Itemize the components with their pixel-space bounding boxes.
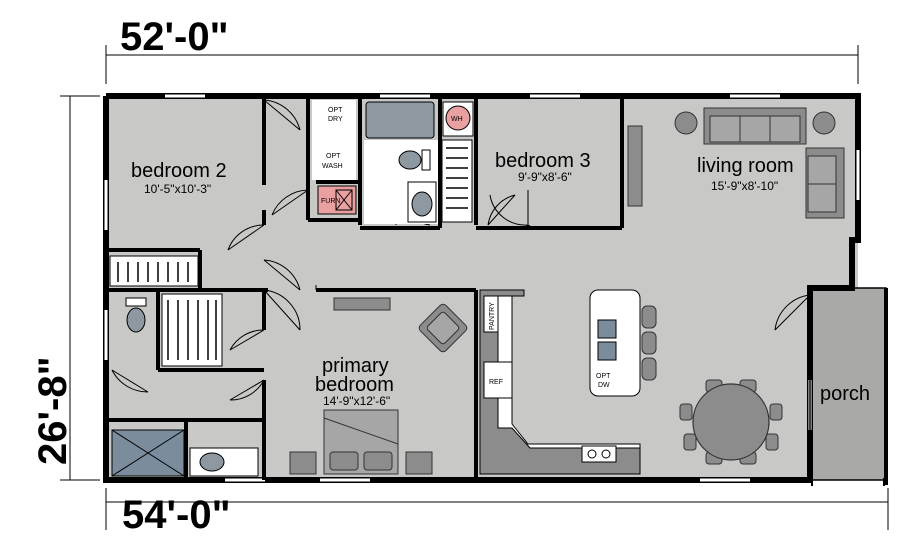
primary-sink: [199, 452, 225, 472]
hall-toilet-tank: [421, 149, 431, 171]
primary-shower: [111, 429, 185, 477]
porch-name: porch: [820, 383, 870, 405]
opt-dw-label-1: OPT: [596, 373, 611, 380]
primary-dresser: [333, 297, 391, 311]
bedroom3-name: bedroom 3: [495, 150, 591, 172]
sofa: [703, 107, 807, 145]
laundry-area: [312, 100, 356, 180]
closet-primary: [161, 293, 223, 367]
primary-size: 14'-9"x12'-6": [323, 394, 390, 408]
closet-bedroom2: [109, 255, 199, 287]
interior-walls: [106, 96, 624, 480]
furn-label: FURN: [321, 198, 340, 205]
primary-toilet: [126, 307, 146, 333]
top-width-label: 52'-0": [120, 15, 229, 59]
bottom-dimension-line: [105, 488, 889, 530]
tv-console: [627, 125, 643, 207]
opt-dry-label-2: DRY: [328, 116, 343, 123]
living-room-size: 15'-9"x8'-10": [711, 179, 778, 193]
depth-label: 26'-8": [31, 356, 75, 465]
primary-name-line1: primary: [322, 355, 389, 377]
bottom-width-label: 54'-0": [122, 493, 231, 537]
depth-dimension-line: [60, 95, 100, 481]
primary-armchair: [418, 303, 468, 353]
water-heater: [442, 101, 474, 137]
wh-label: WH: [451, 116, 463, 123]
primary-name-line2: bedroom: [315, 374, 394, 396]
porch-outline: [809, 287, 888, 486]
refrigerator: [483, 361, 513, 399]
hall-toilet: [398, 150, 422, 170]
closet-hatching: [117, 147, 468, 360]
primary-bed: [323, 409, 399, 475]
range-cooktop: [581, 445, 617, 463]
end-table-left: [674, 111, 698, 135]
kitchen-island: [589, 289, 641, 397]
bedroom3-size: 9'-9"x8'-6": [518, 170, 572, 184]
nightstand-left: [289, 451, 317, 475]
bedroom2-name: bedroom 2: [131, 160, 227, 182]
hall-tub: [365, 101, 435, 139]
opt-wash-label-2: WASH: [322, 163, 343, 170]
bar-stools: [641, 305, 657, 381]
loveseat: [805, 147, 845, 219]
opt-wash-label-1: OPT: [326, 153, 341, 160]
top-dimension-line: [105, 45, 859, 84]
end-table-right: [812, 111, 836, 135]
hall-sink: [411, 191, 433, 217]
living-room-name: living room: [697, 155, 794, 177]
pantry: [483, 295, 499, 333]
opt-dry-label-1: OPT: [328, 107, 343, 114]
porch-area: [810, 288, 886, 480]
closet-hall: [441, 139, 473, 223]
opt-dw-label-2: DW: [598, 382, 610, 389]
dining-table: [679, 379, 783, 465]
bedroom2-size: 10'-5"x10'-3": [144, 182, 211, 196]
primary-toilet-tank: [125, 297, 147, 307]
ref-label: REF: [489, 379, 503, 386]
pantry-label: PANTRY: [489, 302, 496, 330]
nightstand-right: [405, 451, 433, 475]
furnace: [317, 185, 357, 215]
